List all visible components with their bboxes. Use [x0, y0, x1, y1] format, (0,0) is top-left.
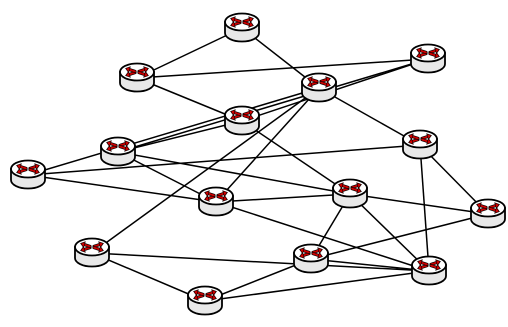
link-r4-r8 — [318, 87, 421, 146]
link-r3-r6 — [117, 58, 429, 153]
router-icon[interactable] — [224, 12, 260, 43]
link-r10-r14 — [349, 193, 430, 272]
link-r7-r8 — [27, 144, 421, 176]
router-icon[interactable] — [301, 72, 337, 103]
router-icon[interactable] — [187, 285, 223, 316]
router-icon[interactable] — [119, 62, 155, 93]
routers-layer — [10, 12, 506, 316]
link-r4-r12 — [91, 87, 320, 254]
link-r6-r10 — [117, 151, 351, 195]
link-r8-r14 — [419, 144, 430, 272]
link-r11-r13 — [310, 213, 489, 260]
router-icon[interactable] — [198, 186, 234, 217]
link-r12-r14 — [91, 252, 430, 272]
link-r4-r9 — [215, 87, 320, 203]
router-icon[interactable] — [411, 255, 447, 286]
link-r14-r15 — [204, 270, 430, 302]
link-r1-r2 — [136, 27, 243, 79]
link-r2-r3 — [136, 58, 429, 79]
link-r9-r14 — [215, 201, 430, 272]
router-icon[interactable] — [100, 136, 136, 167]
link-r5-r10 — [241, 120, 351, 195]
link-r7-r9 — [27, 174, 217, 203]
router-icon[interactable] — [293, 243, 329, 274]
router-icon[interactable] — [470, 198, 506, 229]
link-r4-r7 — [27, 87, 320, 176]
link-r10-r11 — [349, 193, 489, 215]
link-r5-r6 — [117, 120, 243, 153]
router-icon[interactable] — [402, 129, 438, 160]
router-icon[interactable] — [10, 159, 46, 190]
router-icon[interactable] — [410, 43, 446, 74]
router-icon[interactable] — [224, 105, 260, 136]
link-r9-r10 — [215, 193, 351, 203]
link-r13-r14 — [310, 258, 430, 272]
router-icon[interactable] — [332, 178, 368, 209]
router-icon[interactable] — [74, 237, 110, 268]
link-r12-r15 — [91, 252, 206, 302]
